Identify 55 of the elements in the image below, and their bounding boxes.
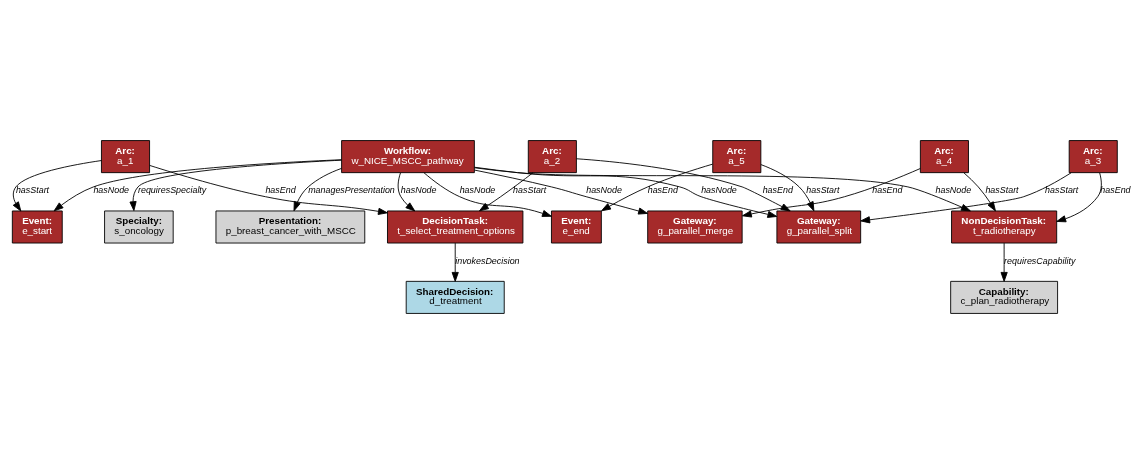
edge-label: hasEnd: [647, 185, 678, 196]
arrow: [760, 164, 815, 212]
arrow: [53, 159, 342, 212]
edge-label: hasEnd: [872, 185, 903, 196]
node-box: Arc: a_1: [101, 140, 150, 174]
edge-label: hasEnd: [265, 185, 296, 196]
edge-label: hasEnd: [762, 185, 793, 196]
node-box: Event: e_end: [551, 210, 602, 244]
edge-label: requiresSpecialty: [137, 185, 207, 196]
arrow: [963, 172, 996, 212]
edge-label: hasStart: [806, 185, 840, 196]
edge-label: requiresCapability: [1004, 255, 1076, 266]
edge-label: hasNode: [400, 185, 437, 196]
edge-label: hasStart: [1045, 185, 1079, 196]
edge-label: hasNode: [93, 185, 130, 196]
arrow: [149, 165, 388, 215]
node-box: Gateway: g_parallel_split: [776, 210, 862, 244]
node-box: Workflow: w_NICE_MSCC_pathway: [341, 140, 475, 174]
edge-label: hasStart: [985, 185, 1019, 196]
arrow: [474, 169, 648, 215]
arrow: [601, 163, 713, 212]
arrow: [451, 242, 459, 282]
node-box: Capability: c_plan_radiotherapy: [950, 280, 1059, 314]
arrow: [742, 168, 921, 218]
edge-label: hasNode: [701, 185, 737, 196]
arrow: [474, 167, 971, 212]
edge-label: hasStart: [15, 185, 50, 196]
arrow: [12, 160, 102, 212]
node-box: DecisionTask: t_select_treatment_options: [387, 210, 524, 244]
node-box: NonDecisionTask: t_radiotherapy: [951, 210, 1058, 244]
edge-label: hasStart: [513, 185, 547, 196]
node-box: Arc: a_2: [527, 140, 577, 174]
arrow: [423, 172, 552, 217]
node-box: Gateway: g_parallel_merge: [647, 210, 743, 244]
node-box: Arc: a_3: [1068, 140, 1118, 174]
arrow: [293, 168, 342, 212]
edge-label: hasNode: [459, 185, 496, 196]
node-box: SharedDecision: d_treatment: [405, 280, 505, 314]
arrow: [129, 159, 342, 212]
arrow: [576, 158, 791, 212]
arrow: [860, 172, 1072, 224]
node-box: Event: e_start: [11, 210, 63, 244]
arrow: [479, 172, 534, 212]
arrow: [1056, 172, 1102, 223]
node-box: Presentation: p_breast_cancer_with_MSCC: [215, 210, 366, 244]
edge-label: hasNode: [935, 185, 972, 196]
node-box: Arc: a_5: [712, 140, 762, 174]
edge-label: hasEnd: [1100, 185, 1131, 196]
node-box: Specialty: s_oncology: [104, 210, 174, 244]
arrow: [397, 172, 416, 212]
arrow: [474, 166, 778, 218]
node-box: Arc: a_4: [919, 140, 969, 174]
edge-label: managesPresentation: [308, 185, 395, 196]
edge-label: hasNode: [586, 185, 622, 196]
arrow: [1000, 242, 1008, 282]
